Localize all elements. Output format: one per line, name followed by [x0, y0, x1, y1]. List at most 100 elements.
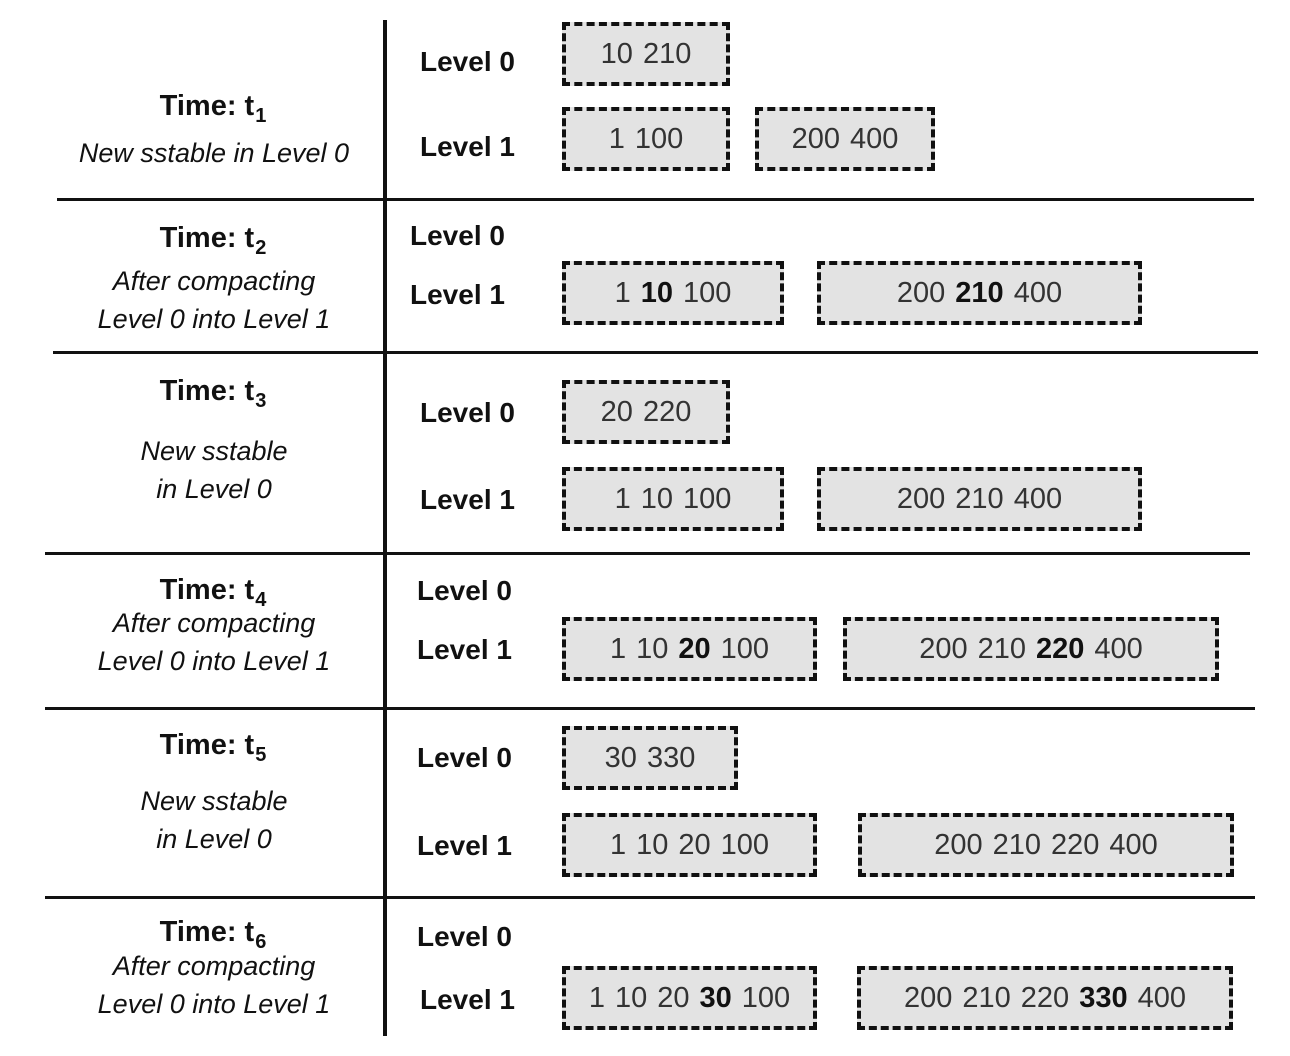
time-subscript: 4 [255, 589, 267, 611]
sstable-key: 20 [657, 981, 690, 1014]
sstable-key: 210 [642, 37, 692, 70]
time-label: Time: t5 [48, 729, 378, 766]
sstable-key: 1 [609, 632, 627, 665]
sstable-box: 30 330 [562, 726, 738, 790]
time-text: Time: t [159, 574, 255, 606]
time-subscript: 5 [255, 744, 267, 766]
level-1-label: Level 1 [417, 634, 512, 665]
row-description: After compacting [112, 608, 316, 638]
level-1-label: Level 1 [420, 984, 515, 1015]
sstable-key: 100 [683, 276, 732, 309]
sstable-key: 210 [992, 828, 1041, 861]
sstable-key: 400 [850, 122, 899, 155]
sstable-box: 200 210 220 400 [858, 813, 1234, 877]
vertical-divider [383, 20, 387, 1036]
sstable-key: 200 [934, 828, 983, 861]
row-description: New sstable [140, 786, 288, 816]
sstable-key: 200 [896, 482, 946, 515]
row-description: in Level 0 [156, 824, 272, 854]
time-text: Time: t [159, 222, 255, 254]
time-label: Time: t4 [48, 574, 378, 611]
level-0-label: Level 0 [420, 46, 515, 77]
level-0-label: Level 0 [410, 220, 505, 251]
sstable-key: 400 [1094, 632, 1143, 665]
sstable-key: 100 [720, 828, 770, 861]
row-description: Level 0 into Level 1 [97, 989, 331, 1019]
sstable-key: 200 [904, 981, 953, 1014]
sstable-key: 330 [646, 741, 696, 774]
row-description: New sstable in Level 0 [78, 138, 350, 168]
row-description: in Level 0 [156, 474, 272, 504]
sstable-key: 1 [608, 122, 625, 155]
sstable-key: 220 [1051, 828, 1100, 861]
sstable-key: 220 [642, 395, 692, 428]
sstable-key: 10 [636, 632, 669, 665]
sstable-key: 200 [791, 122, 840, 155]
row-divider [45, 707, 1255, 710]
sstable-key: 400 [1109, 828, 1158, 861]
sstable-box: 1 100 [562, 107, 730, 171]
sstable-box: 200 210 400 [817, 261, 1142, 325]
level-0-label: Level 0 [417, 921, 512, 952]
sstable-key-new: 330 [1079, 981, 1128, 1014]
row-description: New sstable [140, 436, 288, 466]
level-1-label: Level 1 [420, 131, 515, 162]
sstable-key: 10 [636, 828, 669, 861]
sstable-key: 200 [896, 276, 946, 309]
row-divider [57, 198, 1254, 201]
time-text: Time: t [159, 375, 255, 407]
row-description: Level 0 into Level 1 [97, 646, 331, 676]
time-text: Time: t [159, 916, 255, 948]
level-1-label: Level 1 [417, 830, 512, 861]
level-1-label: Level 1 [410, 279, 505, 310]
sstable-key-new: 10 [640, 276, 673, 309]
sstable-box: 200 400 [755, 107, 935, 171]
time-text: Time: t [159, 90, 255, 122]
sstable-key: 10 [640, 482, 673, 515]
row-description: Level 0 into Level 1 [97, 304, 331, 334]
sstable-key-new: 220 [1036, 632, 1085, 665]
sstable-key: 200 [919, 632, 968, 665]
level-0-label: Level 0 [420, 397, 515, 428]
row-divider [45, 896, 1255, 899]
time-label: Time: t6 [48, 916, 378, 953]
sstable-key: 30 [604, 741, 637, 774]
level-0-label: Level 0 [417, 575, 512, 606]
sstable-key: 400 [1137, 981, 1186, 1014]
sstable-key-new: 30 [699, 981, 732, 1014]
sstable-key: 220 [1020, 981, 1070, 1014]
sstable-key: 10 [600, 37, 633, 70]
sstable-key: 100 [634, 122, 684, 155]
sstable-box: 200 210 220 330 400 [857, 966, 1233, 1030]
sstable-key: 1 [609, 828, 627, 861]
row-description: After compacting [112, 266, 316, 296]
sstable-key: 100 [683, 482, 732, 515]
sstable-key: 1 [614, 482, 631, 515]
sstable-key-new: 210 [955, 276, 1004, 309]
sstable-box: 1 10 100 [562, 467, 784, 531]
row-description: After compacting [112, 951, 316, 981]
time-text: Time: t [159, 729, 255, 761]
sstable-key: 400 [1013, 276, 1063, 309]
row-divider [53, 351, 1258, 354]
time-label: Time: t1 [48, 90, 378, 127]
sstable-box: 10 210 [562, 22, 730, 86]
sstable-key: 400 [1013, 482, 1063, 515]
sstable-key: 20 [600, 395, 633, 428]
sstable-box: 200 210 400 [817, 467, 1142, 531]
row-divider [45, 552, 1250, 555]
time-subscript: 6 [255, 931, 267, 953]
sstable-box: 200 210 220 400 [843, 617, 1219, 681]
time-subscript: 2 [255, 237, 267, 259]
sstable-key: 210 [977, 632, 1026, 665]
sstable-key: 100 [720, 632, 770, 665]
sstable-key: 210 [955, 482, 1004, 515]
sstable-key: 1 [588, 981, 605, 1014]
sstable-key: 10 [614, 981, 648, 1014]
time-label: Time: t2 [48, 222, 378, 259]
time-subscript: 3 [255, 390, 267, 412]
sstable-key: 210 [962, 981, 1011, 1014]
